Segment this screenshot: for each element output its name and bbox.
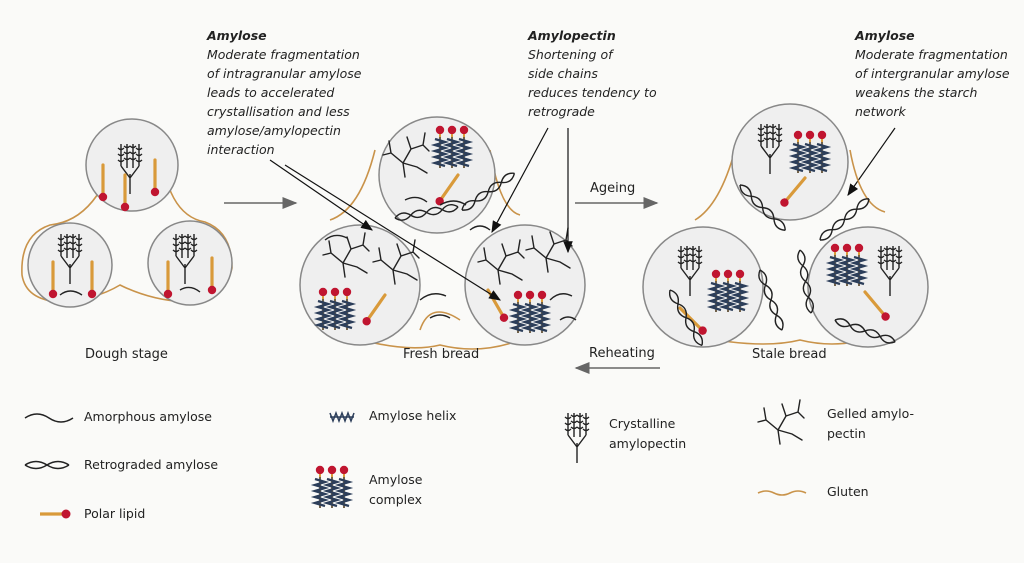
legend-amorphous-symbol bbox=[24, 413, 74, 423]
note-line: crystallisation and less bbox=[207, 104, 350, 119]
legend-complex-line1: Amylose bbox=[369, 472, 423, 487]
legend-gluten-symbol bbox=[757, 490, 807, 496]
arrow-amylose-right bbox=[847, 127, 896, 196]
note-line: weakens the starch bbox=[855, 85, 978, 100]
legend-polar-lipid-symbol bbox=[40, 509, 71, 519]
legend-amorphous-label: Amorphous amylose bbox=[84, 409, 212, 424]
note-line: Moderate fragmentation bbox=[855, 47, 1008, 62]
legend-crystalline-line1: Crystalline bbox=[609, 416, 676, 431]
note-amylopectin-title: Amylopectin bbox=[528, 28, 616, 43]
note-amylose-right: Amylose Moderate fragmentation of interg… bbox=[855, 26, 1010, 121]
note-line: network bbox=[855, 104, 906, 119]
note-amylose-left-title: Amylose bbox=[207, 28, 267, 43]
arrow-amylose-left-2 bbox=[284, 164, 502, 301]
legend-complex-line2: complex bbox=[369, 492, 422, 507]
arrow-amylose-left-1 bbox=[269, 159, 373, 231]
note-amylose-left: Amylose Moderate fragmentation of intrag… bbox=[207, 26, 362, 159]
legend-crystalline-line2: amylopectin bbox=[609, 436, 687, 451]
note-line: of intergranular amylose bbox=[855, 66, 1010, 81]
legend-gelled-symbol bbox=[757, 399, 805, 445]
legend-helix-label: Amylose helix bbox=[369, 408, 457, 423]
legend-polar-lipid-label: Polar lipid bbox=[84, 506, 146, 521]
dough-stage-caption: Dough stage bbox=[85, 347, 168, 362]
legend-complex-label: Amylose complex bbox=[369, 470, 422, 510]
reheating-label: Reheating bbox=[589, 346, 655, 361]
legend-gluten-label: Gluten bbox=[827, 484, 869, 499]
legend-gelled-label: Gelled amylo- pectin bbox=[827, 404, 914, 444]
legend-symbols bbox=[24, 399, 807, 519]
note-line: side chains bbox=[528, 66, 598, 81]
note-line: Moderate fragmentation bbox=[207, 47, 360, 62]
note-line: retrograde bbox=[528, 104, 595, 119]
arrow-amylopectin-1 bbox=[491, 127, 549, 234]
note-amylopectin: Amylopectin Shortening of side chains re… bbox=[528, 26, 657, 121]
note-line: reduces tendency to bbox=[528, 85, 657, 100]
ageing-label: Ageing bbox=[590, 181, 636, 196]
legend-helix-symbol bbox=[329, 410, 355, 424]
fresh-bread-caption: Fresh bread bbox=[403, 347, 480, 362]
fresh-bread-group bbox=[299, 116, 586, 350]
legend-complex-symbol bbox=[315, 466, 349, 508]
note-amylose-right-title: Amylose bbox=[855, 28, 915, 43]
stale-bread-group bbox=[642, 103, 929, 348]
legend-crystalline-label: Crystalline amylopectin bbox=[609, 414, 686, 454]
note-line: amylose/amylopectin bbox=[207, 123, 341, 138]
dough-stage-group bbox=[21, 118, 233, 308]
note-line: leads to accelerated bbox=[207, 85, 335, 100]
legend-crystalline-symbol bbox=[564, 412, 590, 464]
stale-bread-caption: Stale bread bbox=[752, 347, 827, 362]
gluten-fresh bbox=[329, 149, 521, 350]
note-line: Shortening of bbox=[528, 47, 613, 62]
gluten-dough bbox=[21, 139, 233, 303]
note-line: of intragranular amylose bbox=[207, 66, 362, 81]
legend-gelled-line2: pectin bbox=[827, 426, 866, 441]
legend-retrograded-label: Retrograded amylose bbox=[84, 457, 219, 472]
legend-retrograded-symbol bbox=[24, 460, 70, 470]
legend-gelled-line1: Gelled amylo- bbox=[827, 406, 915, 421]
note-line: interaction bbox=[207, 142, 275, 157]
